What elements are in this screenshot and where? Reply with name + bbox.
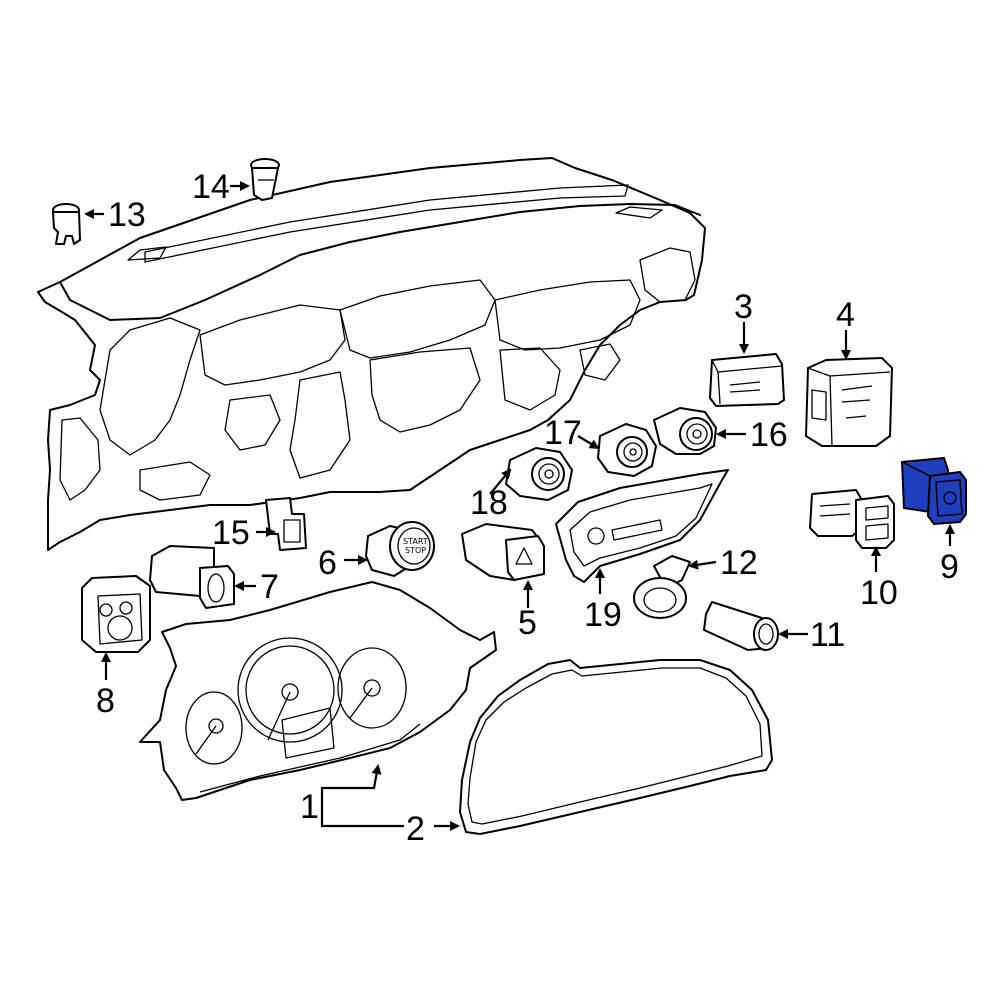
leader-18 <box>489 468 512 495</box>
callout-16: 16 <box>750 416 788 454</box>
callout-18: 18 <box>470 484 508 522</box>
callout-6: 6 <box>318 544 337 582</box>
callout-9: 9 <box>940 548 959 586</box>
part-19-bezel[interactable] <box>555 469 729 583</box>
callout-8: 8 <box>96 682 115 720</box>
part-9-highlighted-switch[interactable] <box>900 456 967 526</box>
part-16-knob[interactable] <box>653 407 717 455</box>
callout-12: 12 <box>720 544 758 582</box>
callout-5: 5 <box>518 604 537 642</box>
callout-2: 2 <box>406 810 425 848</box>
leader-1-2 <box>320 808 404 828</box>
callout-14: 14 <box>192 168 230 206</box>
part-6-start-stop-button[interactable]: START STOP <box>365 521 435 577</box>
part-13-clip[interactable] <box>52 203 81 245</box>
callout-3: 3 <box>734 288 753 326</box>
callout-17: 17 <box>544 414 582 452</box>
part-2-cluster-lens[interactable] <box>459 659 773 835</box>
callout-11: 11 <box>810 616 845 654</box>
part-15-switch[interactable] <box>265 497 307 551</box>
callout-labels: 1 2 3 4 5 6 7 8 9 10 11 12 13 14 15 16 1… <box>96 168 959 848</box>
callout-7: 7 <box>260 568 279 606</box>
callout-15: 15 <box>212 514 250 552</box>
part-17-knob[interactable] <box>597 423 657 477</box>
start-text: START <box>403 537 428 546</box>
leader-lines <box>84 181 955 831</box>
callout-10: 10 <box>860 574 898 612</box>
leader-17 <box>577 435 600 450</box>
part-11-socket[interactable] <box>703 601 779 651</box>
part-14-clip[interactable] <box>250 158 280 201</box>
part-5-hazard-switch[interactable] <box>461 523 545 581</box>
dashboard-panel <box>37 157 706 551</box>
part-18-knob[interactable] <box>505 447 573 501</box>
part-7-switch[interactable] <box>149 545 235 609</box>
stop-text: STOP <box>405 546 426 555</box>
leader-12 <box>688 559 717 570</box>
part-1-instrument-cluster[interactable] <box>139 581 497 801</box>
part-3-module[interactable] <box>709 353 785 407</box>
part-10-switch[interactable] <box>809 489 895 549</box>
part-8-mirror-switch[interactable] <box>81 575 151 653</box>
callout-4: 4 <box>836 296 855 334</box>
leader-1 <box>320 764 382 808</box>
part-12-socket-cap[interactable] <box>633 555 691 619</box>
callout-13: 13 <box>108 196 146 234</box>
callout-1: 1 <box>300 788 319 826</box>
callout-19: 19 <box>584 596 622 634</box>
part-4-switch-module[interactable] <box>805 357 893 447</box>
